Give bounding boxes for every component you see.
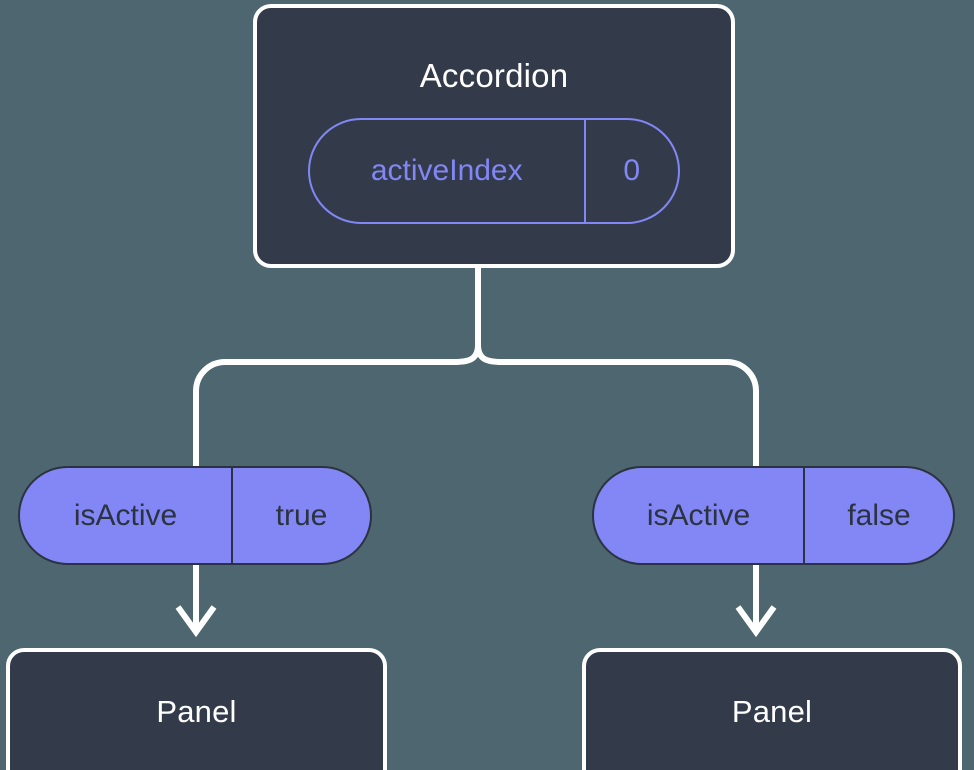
prop-chip-is-active-false[interactable]: isActive false (592, 466, 955, 565)
connector-fork-right (475, 344, 727, 365)
node-accordion-title: Accordion (419, 57, 569, 94)
prop-chip-is-active-true[interactable]: isActive true (18, 466, 372, 565)
node-panel-left[interactable]: Panel (6, 648, 387, 770)
prop-chip-value: true (275, 498, 328, 532)
prop-chip-key: isActive (594, 468, 805, 563)
connector-branch-right (726, 359, 759, 470)
connector-branch-left (193, 359, 226, 470)
arrow-down-icon-left (175, 605, 217, 638)
node-panel-right-title: Panel (731, 694, 813, 729)
node-panel-right[interactable]: Panel (582, 648, 962, 770)
prop-chip-value: false (847, 498, 911, 532)
node-panel-left-title: Panel (156, 694, 237, 729)
state-chip-key: activeIndex (310, 120, 586, 222)
state-chip-active-index[interactable]: activeIndex 0 (308, 118, 680, 224)
arrow-down-icon-right (735, 605, 777, 638)
connector-fork-left (225, 344, 481, 365)
prop-chip-key: isActive (20, 468, 233, 563)
state-chip-value: 0 (623, 154, 641, 187)
